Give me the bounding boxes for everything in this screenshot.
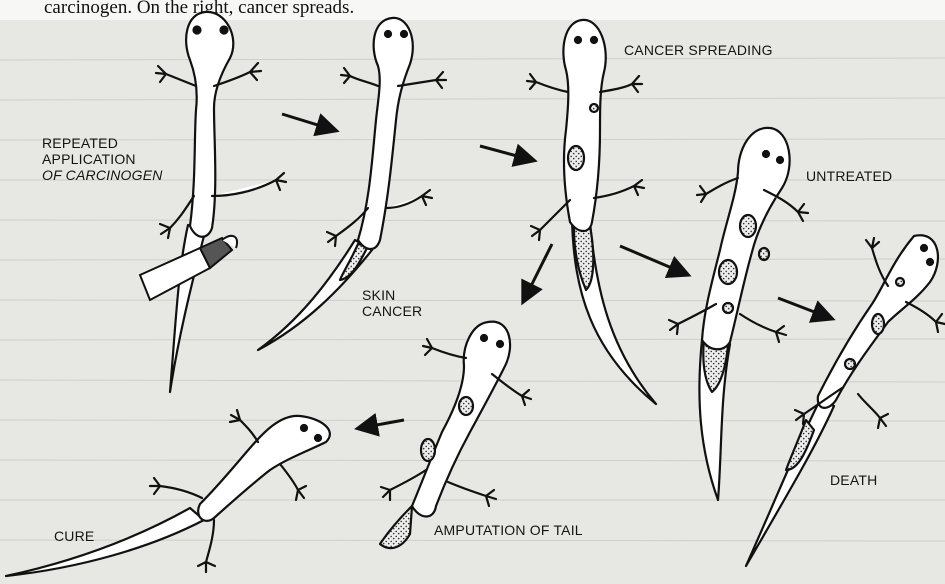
salamander-death [746, 235, 945, 566]
salamander-cure [6, 410, 330, 576]
arrow-3-to-4 [620, 246, 686, 274]
label-repeated-application: REPEATED APPLICATION OF CARCINOGEN [42, 135, 163, 183]
label-line: OF CARCINOGEN [42, 167, 163, 183]
label-skin-cancer: SKIN CANCER [362, 287, 422, 319]
label-cancer-spreading: CANCER SPREADING [624, 42, 773, 58]
arrow-2-to-3 [480, 146, 532, 160]
salamander-carcinogen [156, 12, 286, 392]
label-untreated: UNTREATED [806, 168, 892, 184]
label-amputation-of-tail: AMPUTATION OF TAIL [434, 522, 583, 538]
arrow-1-to-2 [282, 114, 334, 130]
label-line: REPEATED [42, 135, 163, 151]
label-cure: CURE [54, 528, 94, 544]
label-line: APPLICATION [42, 151, 163, 167]
label-line: CANCER [362, 303, 422, 319]
salamander-cancer-spreading [527, 20, 656, 404]
paper-texture [0, 58, 945, 541]
label-death: DEATH [830, 472, 877, 488]
arrow-3-to-6 [524, 244, 552, 300]
arrow-6-to-7 [360, 420, 404, 428]
salamander-amputation [380, 322, 531, 548]
label-line: SKIN [362, 287, 422, 303]
salamander-untreated [669, 128, 808, 500]
